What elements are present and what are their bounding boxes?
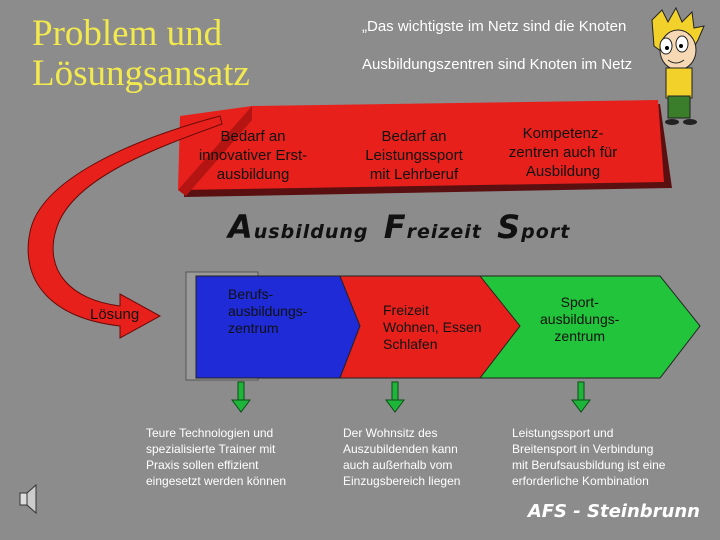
solution-line: Wohnen, Essen bbox=[383, 319, 482, 335]
quote-training-centers: Ausbildungszentren sind Knoten im Netz bbox=[362, 56, 633, 73]
afs-f-cap: F bbox=[383, 208, 407, 246]
speaker-icon[interactable] bbox=[19, 483, 37, 515]
solution-line: Schlafen bbox=[383, 336, 438, 352]
detail-line: eingesetzt werden können bbox=[146, 474, 287, 488]
page-title: Problem und Lösungsansatz bbox=[32, 14, 250, 94]
title-line-1: Problem und bbox=[32, 13, 223, 54]
detail-residence: Der Wohnsitz des Auszubildenden kann auc… bbox=[343, 425, 460, 489]
afs-a-cap: A bbox=[228, 208, 254, 246]
afs-f-rest: reizeit bbox=[406, 221, 482, 243]
problem-innovative-training: Bedarf an innovativer Erst- ausbildung bbox=[186, 127, 320, 184]
down-arrow-icon bbox=[385, 381, 405, 413]
problem-line: Bedarf an bbox=[381, 128, 447, 145]
solution-line: Sport- bbox=[560, 294, 599, 310]
detail-line: erforderliche Kombination bbox=[512, 474, 649, 488]
solution-leisure: Freizeit Wohnen, Essen Schlafen bbox=[383, 302, 482, 353]
title-line-2: Lösungsansatz bbox=[32, 53, 250, 94]
problem-bar bbox=[178, 100, 664, 190]
problem-competitive-sport: Bedarf an Leistungssport mit Lehrberuf bbox=[352, 127, 476, 184]
cartoon-character-icon bbox=[651, 6, 705, 125]
detail-line: Teure Technologien und bbox=[146, 426, 274, 440]
solution-line: ausbildungs- bbox=[540, 311, 620, 327]
detail-line: mit Berufsausbildung ist eine bbox=[512, 458, 666, 472]
down-arrow-icon bbox=[231, 381, 251, 413]
detail-sport-combination: Leistungssport und Breitensport in Verbi… bbox=[512, 425, 665, 489]
down-arrow-icon bbox=[571, 381, 591, 413]
detail-technology: Teure Technologien und spezialisierte Tr… bbox=[146, 425, 286, 489]
problem-line: Ausbildung bbox=[525, 163, 601, 180]
detail-line: Der Wohnsitz des bbox=[343, 426, 438, 440]
detail-line: Auszubildenden kann bbox=[343, 442, 458, 456]
solution-line: zentrum bbox=[228, 320, 279, 336]
solution-sport-center: Sport- ausbildungs- zentrum bbox=[540, 294, 619, 345]
problem-line: Bedarf an bbox=[220, 128, 286, 145]
detail-line: auch außerhalb vom bbox=[343, 458, 453, 472]
afs-acronym: Ausbildung Freizeit Sport bbox=[228, 208, 570, 246]
detail-line: Leistungssport und bbox=[512, 426, 614, 440]
solution-line: Freizeit bbox=[383, 302, 429, 318]
problem-bar-edge bbox=[178, 106, 252, 196]
problem-line: innovativer Erst- bbox=[198, 147, 308, 164]
curved-arrow-icon bbox=[27, 115, 223, 339]
problem-line: Kompetenz- bbox=[522, 125, 604, 142]
detail-line: Breitensport in Verbindung bbox=[512, 442, 654, 456]
problem-line: Leistungssport bbox=[365, 147, 463, 164]
detail-line: Praxis sollen effizient bbox=[146, 458, 259, 472]
problem-line: zentren auch für bbox=[508, 144, 618, 161]
solution-vocational-center: Berufs- ausbildungs- zentrum bbox=[228, 286, 307, 337]
afs-s-rest: port bbox=[521, 221, 571, 243]
footer-brand: AFS - Steinbrunn bbox=[527, 501, 700, 522]
solution-line: zentrum bbox=[554, 328, 605, 344]
detail-line: spezialisierte Trainer mit bbox=[146, 442, 276, 456]
red-solution-block bbox=[339, 275, 521, 379]
quote-network-nodes: „Das wichtigste im Netz sind die Knoten bbox=[362, 18, 627, 35]
afs-a-rest: usbildung bbox=[253, 221, 369, 243]
problem-line: ausbildung bbox=[216, 166, 290, 183]
solution-line: ausbildungs- bbox=[228, 303, 308, 319]
afs-s-cap: S bbox=[497, 208, 522, 246]
solution-line: Berufs- bbox=[228, 286, 274, 302]
solution-label: Lösung bbox=[90, 306, 140, 323]
detail-line: Einzugsbereich liegen bbox=[343, 474, 461, 488]
problem-competence-centers: Kompetenz- zentren auch für Ausbildung bbox=[488, 124, 638, 181]
problem-line: mit Lehrberuf bbox=[369, 166, 459, 183]
